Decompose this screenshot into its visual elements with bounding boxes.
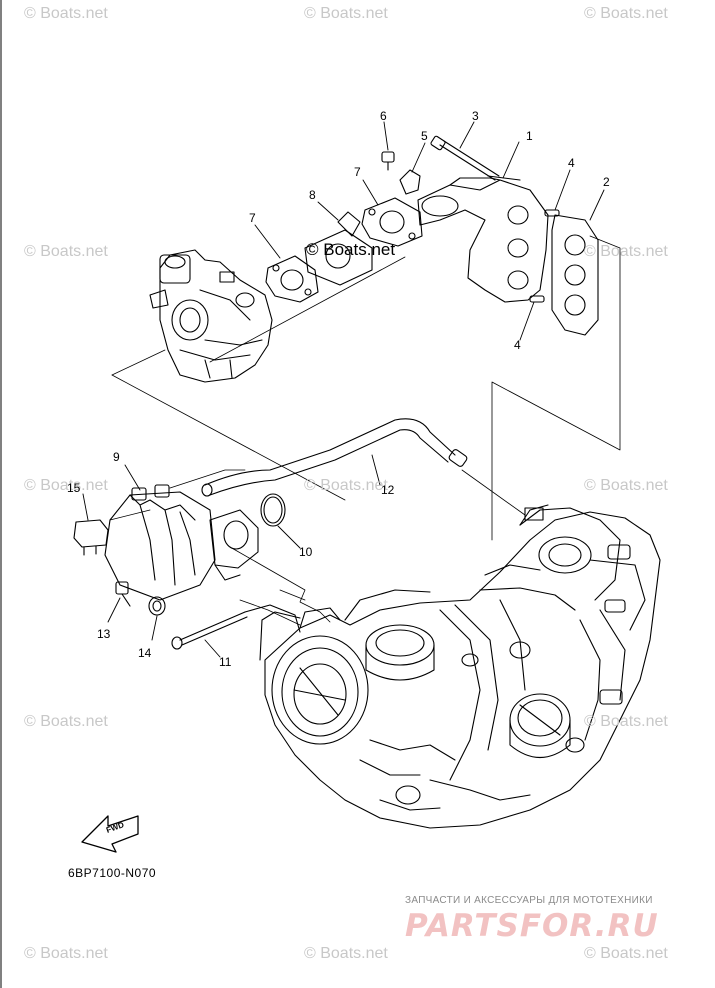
- callout-11[interactable]: 11: [219, 655, 232, 669]
- callout-1[interactable]: 1: [526, 129, 533, 143]
- callout-13[interactable]: 13: [97, 627, 111, 641]
- callout-7-left[interactable]: 7: [249, 211, 256, 225]
- watermark: © Boats.net: [584, 477, 668, 494]
- callout-6[interactable]: 6: [380, 109, 387, 123]
- intake-spacer: [304, 211, 373, 286]
- watermark: © Boats.net: [304, 477, 388, 494]
- watermark: © Boats.net: [24, 713, 108, 730]
- reference-lines: [109, 235, 621, 626]
- callout-14[interactable]: 14: [138, 646, 152, 660]
- center-watermark: © Boats.net: [306, 240, 396, 259]
- grommet-14: [148, 596, 166, 616]
- gasket-2: [551, 214, 599, 336]
- connector-15: [73, 519, 109, 556]
- callout-8[interactable]: 8: [309, 188, 316, 202]
- air-silencer: [104, 484, 216, 601]
- bolt-3: [430, 135, 500, 181]
- callout-10[interactable]: 10: [299, 545, 313, 559]
- watermark: © Boats.net: [304, 945, 388, 962]
- dowel-4-upper: [544, 209, 560, 217]
- watermark: © Boats.net: [304, 5, 388, 22]
- callout-12[interactable]: 12: [381, 483, 395, 497]
- fwd-arrow-icon: [81, 815, 139, 853]
- callout-4-lower[interactable]: 4: [514, 338, 521, 352]
- intake-manifold: [417, 175, 549, 303]
- callout-3[interactable]: 3: [472, 109, 479, 123]
- callout-4-upper[interactable]: 4: [568, 156, 575, 170]
- watermark: © Boats.net: [584, 5, 668, 22]
- watermark: © Boats.net: [24, 945, 108, 962]
- diagram-code: 6BP7100-N070: [68, 866, 157, 880]
- callout-9[interactable]: 9: [113, 450, 120, 464]
- watermark: © Boats.net: [24, 5, 108, 22]
- bolt-11: [171, 611, 248, 650]
- shop-tagline: ЗАПЧАСТИ И АКСЕССУАРЫ ДЛЯ МОТОТЕХНИКИ: [405, 895, 653, 906]
- gasket-7-right: [361, 197, 423, 247]
- watermark: © Boats.net: [584, 945, 668, 962]
- callout-15[interactable]: 15: [67, 481, 81, 495]
- carburetor: [149, 249, 273, 383]
- gasket-7-left: [265, 255, 319, 303]
- engine-block: [244, 504, 661, 829]
- bolt-13: [115, 581, 131, 607]
- hose-12: [201, 418, 468, 497]
- callout-2[interactable]: 2: [603, 175, 610, 189]
- silencer-elbow: [209, 509, 259, 581]
- watermark: © Boats.net: [584, 243, 668, 260]
- dowel-4-lower: [529, 295, 545, 303]
- watermark: © Boats.net: [24, 243, 108, 260]
- watermark: © Boats.net: [584, 713, 668, 730]
- o-ring-10: [260, 493, 286, 527]
- leader-lines: [82, 121, 605, 658]
- watermark: © Boats.net: [24, 477, 108, 494]
- callout-7-right[interactable]: 7: [354, 165, 361, 179]
- callout-5[interactable]: 5: [421, 129, 428, 143]
- shop-logo[interactable]: PARTSFOR.RU: [405, 908, 659, 944]
- clip-5: [399, 169, 421, 195]
- bolt-6: [381, 151, 395, 171]
